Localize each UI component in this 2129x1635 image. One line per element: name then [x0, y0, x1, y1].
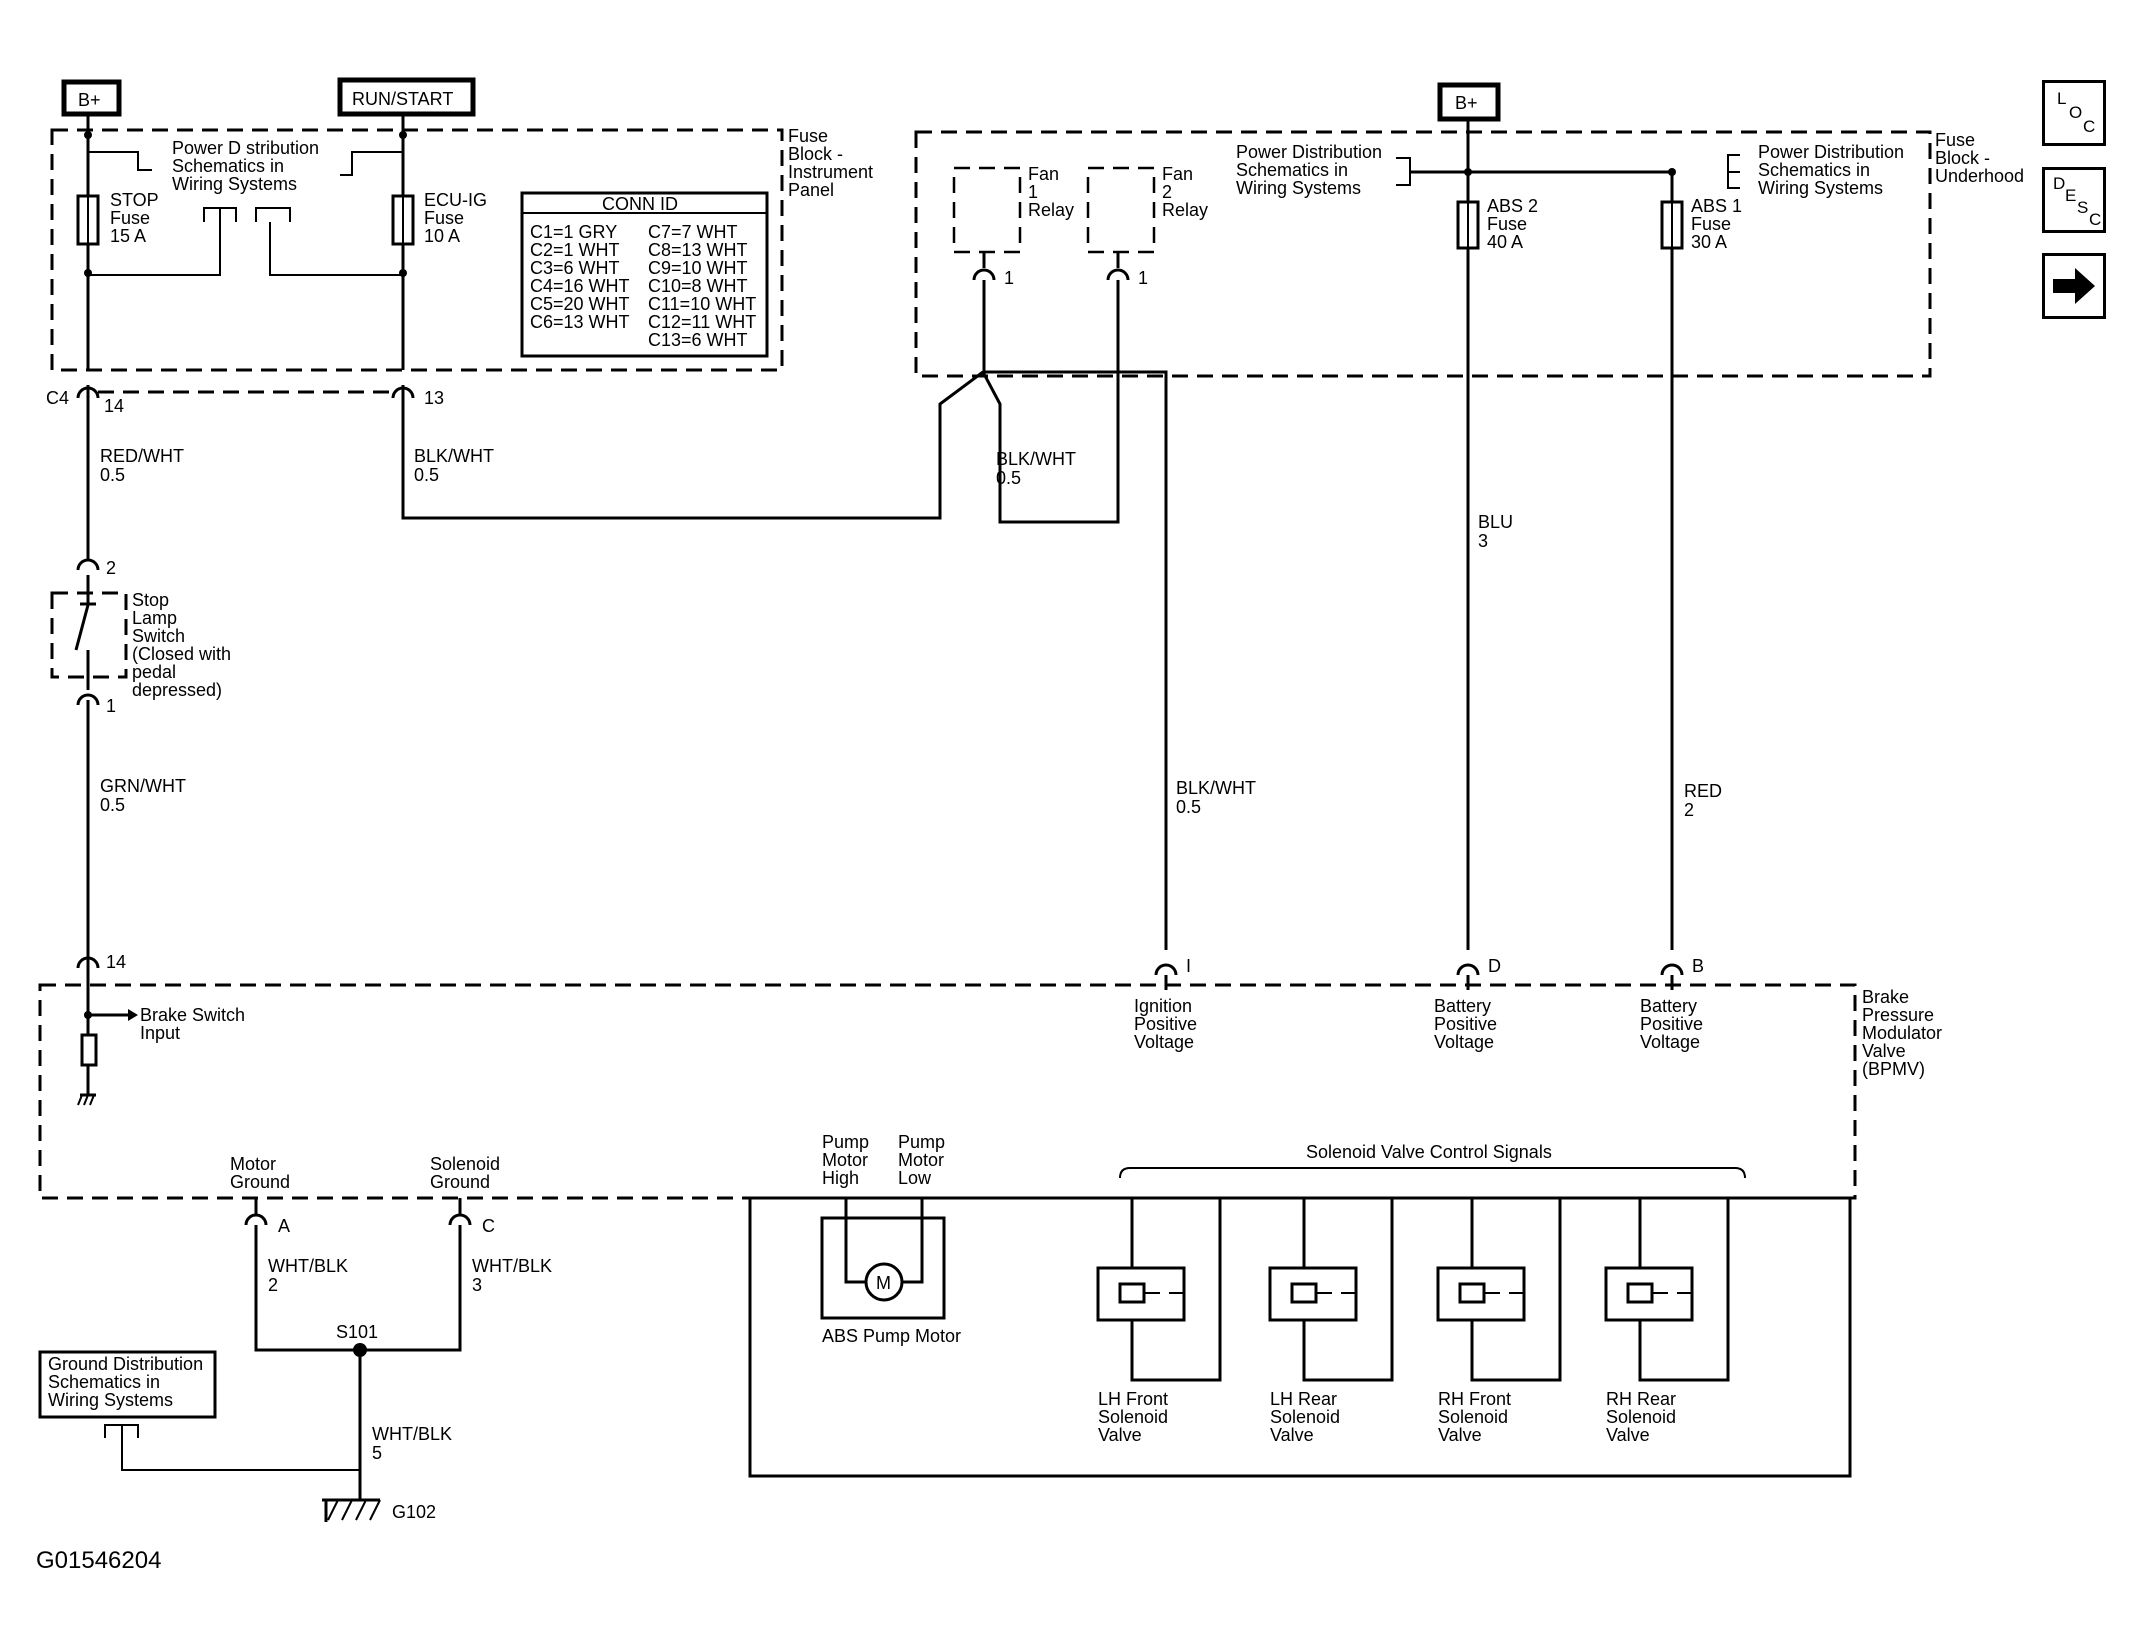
run-start-box [337, 77, 476, 117]
lh-front-label: LH Front Solenoid Valve [1098, 1389, 1173, 1445]
ground-distribution-label: Ground Distribution Schematics in Wiring… [48, 1354, 208, 1410]
bpmv-pin-d: D [1488, 956, 1501, 976]
loc-button[interactable]: L O C [2042, 80, 2106, 146]
fuse-block-ip-label: Fuse Block - Instrument Panel [788, 126, 878, 200]
fuse-block-uh-outline [914, 130, 1932, 378]
wire-wht-blk-2: WHT/BLK 2 [268, 1256, 353, 1295]
bpmv-pin-i: I [1186, 956, 1191, 976]
stop-fuse-label: STOP Fuse 15 A [110, 190, 163, 246]
solenoid-valve-lh-front [1096, 1198, 1222, 1382]
arrow-right-icon [2053, 268, 2095, 304]
solenoid-valve-rh-rear [1604, 1198, 1730, 1382]
wire-red: RED 2 [1684, 781, 1727, 820]
solenoid-ground-label: Solenoid Ground [430, 1154, 505, 1192]
fan2-relay-label: Fan 2 Relay [1162, 164, 1208, 220]
wire-grn-wht: GRN/WHT 0.5 [100, 776, 191, 815]
battery-positive-voltage-b: Battery Positive Voltage [1640, 996, 1708, 1052]
rh-front-label: RH Front Solenoid Valve [1438, 1389, 1516, 1445]
c4-pin13: 13 [424, 388, 444, 408]
bpmv-pin-b: B [1692, 956, 1704, 976]
bplus-box-left [61, 79, 122, 117]
wire-blk-wht-b: BLK/WHT 0.5 [996, 449, 1081, 488]
fan1-relay [952, 166, 1022, 254]
conn-id-title: CONN ID [602, 194, 678, 214]
stop-switch-pin2: 2 [106, 558, 116, 578]
fan1-pin: 1 [1004, 268, 1014, 288]
bpmv-inner-box [748, 1196, 1852, 1478]
conn-id-left: C1=1 GRY C2=1 WHT C3=6 WHT C4=16 WHT C5=… [530, 222, 634, 332]
rh-rear-label: RH Rear Solenoid Valve [1606, 1389, 1681, 1445]
fan2-pin: 1 [1138, 268, 1148, 288]
next-button[interactable] [2042, 253, 2106, 319]
ignition-positive-voltage: Ignition Positive Voltage [1134, 996, 1202, 1052]
bpmv-label: Brake Pressure Modulator Valve (BPMV) [1862, 987, 1947, 1079]
bplus-label-right: B+ [1455, 93, 1478, 113]
loc-letter-o: O [2069, 103, 2083, 122]
pds-uh-left-label: Power Distribution Schematics in Wiring … [1236, 142, 1387, 198]
bpmv-pin-c: C [482, 1216, 495, 1236]
stop-switch-label: Stop Lamp Switch (Closed with pedal depr… [132, 590, 236, 700]
solenoid-valve-rh-front [1436, 1198, 1562, 1382]
stop-switch-pin1: 1 [106, 696, 116, 716]
motor-ground-label: Motor Ground [230, 1154, 290, 1192]
pump-motor-high: Pump Motor High [822, 1132, 874, 1188]
loc-letter-c: C [2083, 117, 2096, 136]
wire-red-wht: RED/WHT 0.5 [100, 446, 189, 485]
brake-switch-resistor [80, 1033, 98, 1067]
run-start-label: RUN/START [352, 89, 453, 109]
wire-blk-wht-c: BLK/WHT 0.5 [1176, 778, 1261, 817]
bplus-label-left: B+ [78, 90, 101, 110]
brake-switch-input: Brake Switch Input [140, 1005, 250, 1043]
fan2-relay [1086, 166, 1156, 254]
bpmv-pin-a: A [278, 1216, 290, 1236]
motor-symbol: M [876, 1273, 891, 1293]
bpmv-pin14: 14 [106, 952, 126, 972]
conn-id-table [520, 191, 769, 358]
solenoid-signals-label: Solenoid Valve Control Signals [1306, 1142, 1552, 1162]
wire-blu: BLU 3 [1478, 512, 1518, 551]
solenoid-valve-lh-rear [1268, 1198, 1394, 1382]
wire-wht-blk-5: WHT/BLK 5 [372, 1424, 457, 1463]
splice-s101: S101 [336, 1322, 378, 1342]
ground-g102: G102 [392, 1502, 436, 1522]
ground-distribution-box [38, 1350, 217, 1419]
desc-letter-s: S [2077, 198, 2089, 217]
c4-label: C4 [46, 388, 69, 408]
loc-letter-l: L [2057, 89, 2067, 108]
abs-pump-motor-box [820, 1216, 946, 1320]
c4-pin14: 14 [104, 396, 124, 416]
lh-rear-label: LH Rear Solenoid Valve [1270, 1389, 1345, 1445]
pump-motor-low: Pump Motor Low [898, 1132, 950, 1188]
fan1-relay-label: Fan 1 Relay [1028, 164, 1074, 220]
fuse-block-ip-outline [50, 128, 784, 372]
abs2-fuse-label: ABS 2 Fuse 40 A [1487, 196, 1543, 252]
desc-letter-c: C [2089, 210, 2102, 229]
conn-id-right: C7=7 WHT C8=13 WHT C9=10 WHT C10=8 WHT C… [648, 222, 761, 350]
desc-letter-d: D [2053, 174, 2066, 193]
fuse-block-uh-label: Fuse Block - Underhood [1935, 130, 2024, 186]
desc-letter-e: E [2065, 186, 2077, 205]
wire-blk-wht-a: BLK/WHT 0.5 [414, 446, 499, 485]
motor-icon [864, 1262, 904, 1302]
desc-button[interactable]: D E S C [2042, 167, 2106, 233]
figure-id: G01546204 [36, 1547, 162, 1574]
abs1-fuse-label: ABS 1 Fuse 30 A [1691, 196, 1747, 252]
pds-ip-label: Power D stribution Schematics in Wiring … [172, 138, 324, 194]
abs-pump-motor-label: ABS Pump Motor [822, 1326, 961, 1346]
battery-positive-voltage-d: Battery Positive Voltage [1434, 996, 1502, 1052]
pds-uh-right-label: Power Distribution Schematics in Wiring … [1758, 142, 1909, 198]
ecu-ig-fuse-label: ECU-IG Fuse 10 A [424, 190, 492, 246]
wire-wht-blk-3: WHT/BLK 3 [472, 1256, 557, 1295]
